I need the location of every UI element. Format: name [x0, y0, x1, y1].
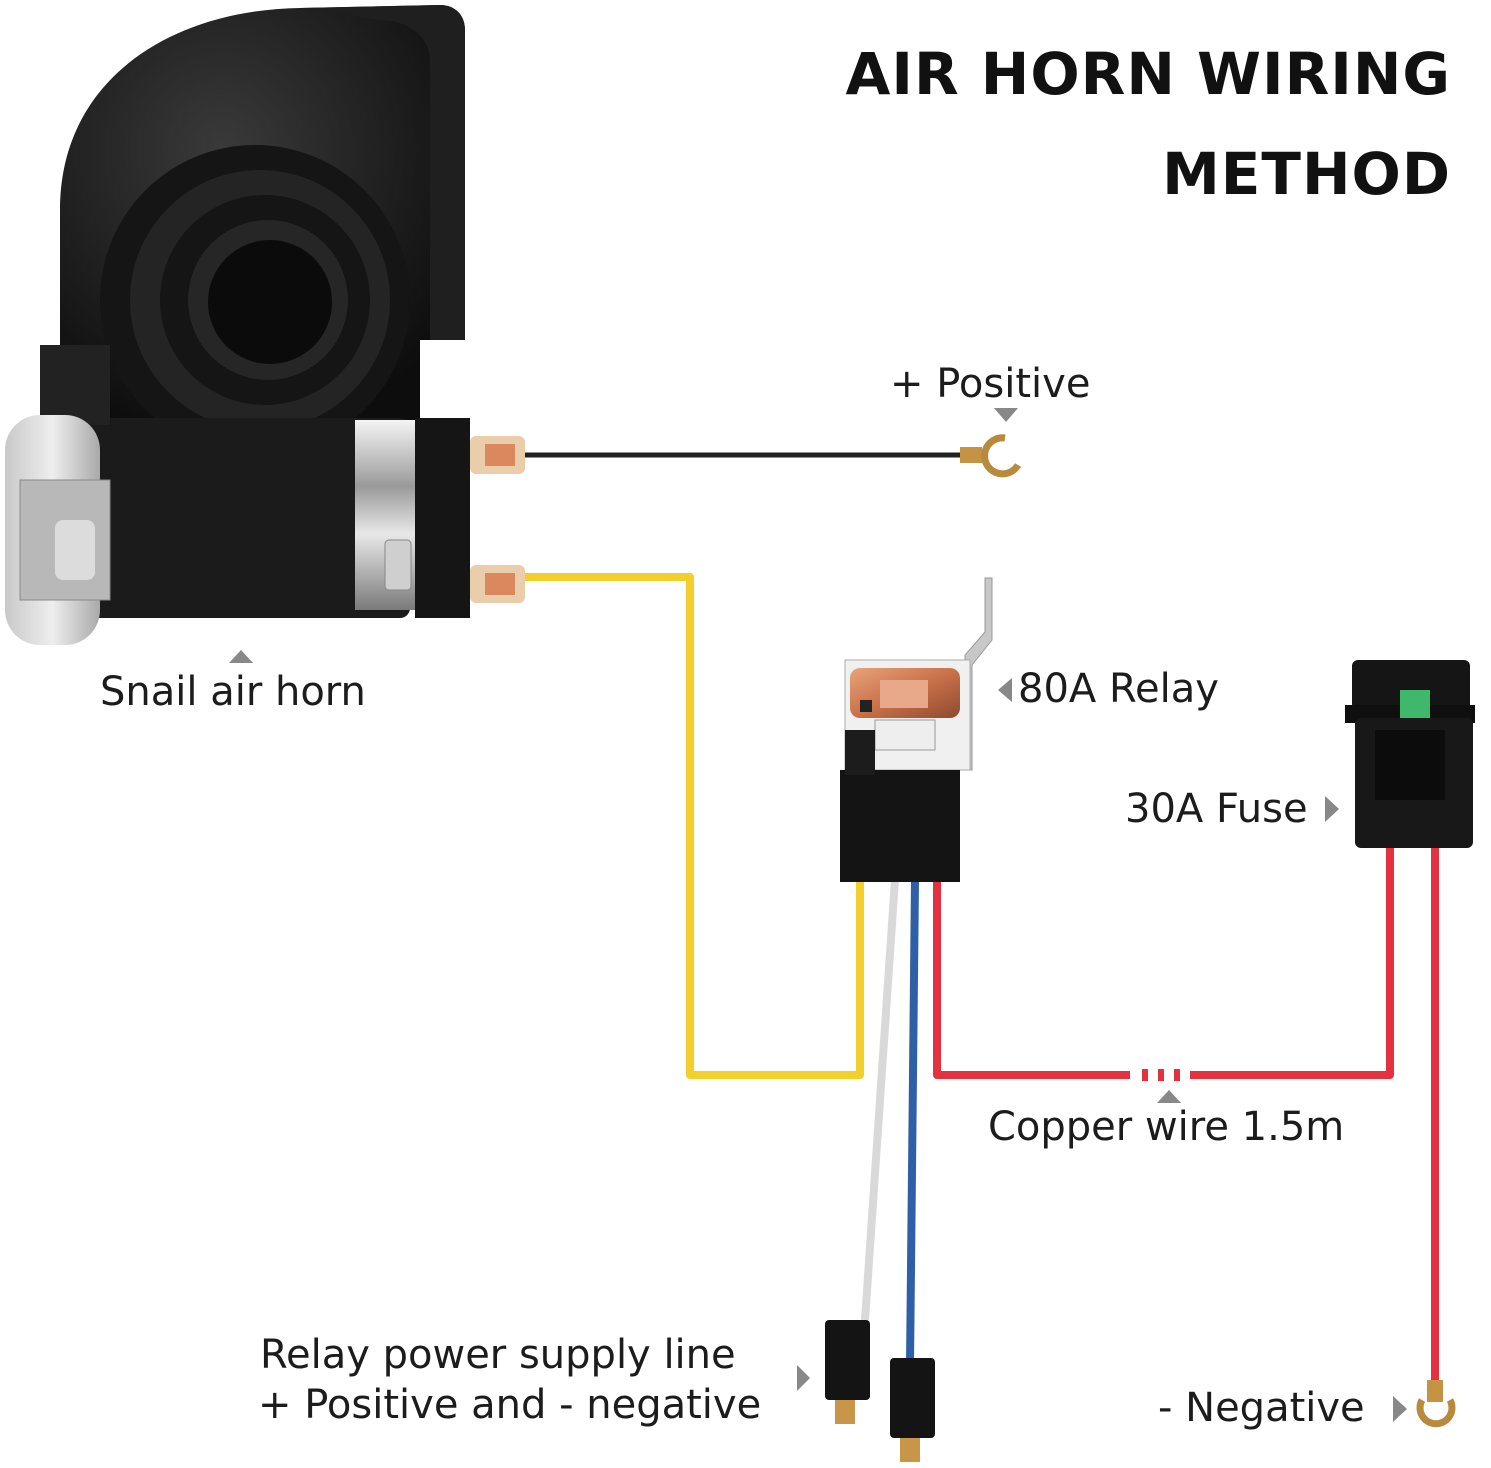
marker-positive-icon [994, 408, 1018, 422]
relay-power-label-line1: Relay power supply line [260, 1332, 736, 1378]
red-wire-fuse-side [1190, 845, 1394, 1079]
yellow-wire [525, 573, 864, 1079]
fuse-label: 30A Fuse [1125, 786, 1308, 832]
marker-fuse-icon [1325, 796, 1339, 822]
pointer-markers [229, 408, 1407, 1422]
relay-label: 80A Relay [1018, 666, 1219, 712]
blue-wire [906, 879, 919, 1366]
white-wire [861, 879, 899, 1321]
positive-label: + Positive [890, 361, 1091, 407]
marker-negative-icon [1393, 1396, 1407, 1422]
page-title-line2: METHOD [1162, 140, 1451, 208]
snail-horn-label: Snail air horn [100, 669, 366, 715]
copper-wire-label: Copper wire 1.5m [988, 1104, 1345, 1150]
positive-ring-terminal-icon [960, 434, 1022, 478]
relay [840, 577, 993, 882]
negative-ring-terminal-icon [1416, 1380, 1456, 1428]
red-wire-relay-to-fuse [933, 880, 1130, 1079]
marker-relay-icon [998, 678, 1012, 702]
page-title-line1: AIR HORN WIRING [845, 40, 1451, 108]
marker-snail-horn-icon [229, 650, 253, 663]
snail-air-horn [5, 5, 525, 645]
relay-power-label-line2: + Positive and - negative [258, 1382, 762, 1428]
relay-power-connectors [825, 1320, 935, 1462]
wire-length-break [1142, 1069, 1180, 1081]
negative-label: - Negative [1158, 1385, 1365, 1431]
marker-relay-power-icon [797, 1365, 810, 1391]
fuse-holder [1345, 660, 1475, 848]
marker-copper-wire-icon [1157, 1090, 1181, 1103]
